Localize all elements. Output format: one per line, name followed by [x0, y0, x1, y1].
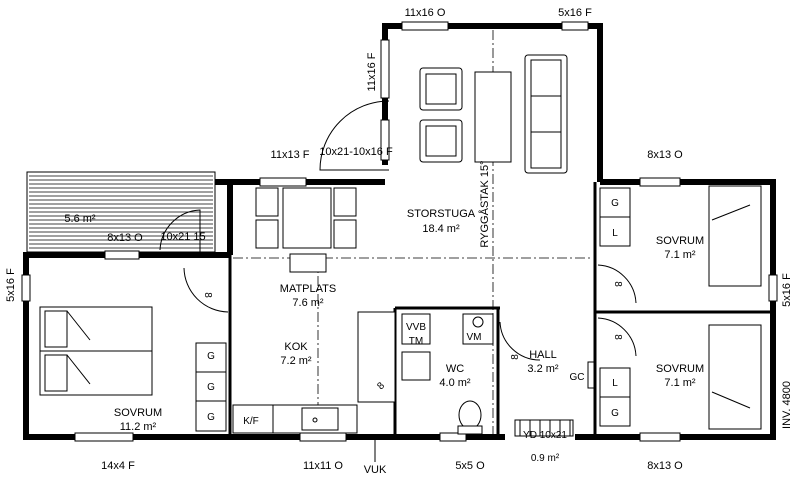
room-area-storstuga: 18.4 m²	[422, 223, 460, 235]
kitchen-furniture	[232, 311, 396, 434]
cabinet-label-g: G	[207, 382, 215, 393]
dining-furniture	[255, 187, 357, 273]
inv-label: INV. 4800	[781, 381, 793, 429]
window-label: 11x11 O	[303, 460, 343, 472]
door-size-label: 8	[202, 292, 213, 298]
room-name-sovrum-top-right: SOVRUM	[656, 235, 704, 247]
window-label: 10x21 15	[160, 231, 205, 243]
kf-label: K/F	[243, 416, 259, 427]
window-label: 8x13 O	[647, 149, 683, 161]
gc-label: GC	[570, 372, 585, 383]
wc-fixtures	[401, 313, 494, 435]
window-label: 5x16 F	[558, 7, 592, 19]
room-area-kok: 7.2 m²	[280, 355, 312, 367]
room-area-sovrum-top-right: 7.1 m²	[664, 249, 696, 261]
deck	[26, 171, 216, 253]
room-area-sovrum-left: 11.2 m²	[120, 421, 157, 433]
vuk-label: VUK	[364, 464, 387, 476]
yd-step	[514, 419, 574, 437]
window-label: 14x4 F	[101, 460, 135, 472]
yd-name: YD 10x21	[523, 430, 567, 441]
cabinet-label-g: G	[207, 351, 215, 362]
room-name-matplats: MATPLATS	[280, 283, 336, 295]
cabinet-label-l: L	[612, 378, 618, 389]
window-label: 5x5 O	[455, 460, 485, 472]
yd-area: 0.9 m²	[531, 453, 560, 464]
room-name-hall: HALL	[529, 349, 557, 361]
windows	[21, 21, 778, 442]
window-label: 11x16 F	[366, 52, 378, 91]
window-label: 8x13 O	[107, 232, 143, 244]
window-label: 11x16 O	[405, 7, 446, 19]
door-size-label: 8	[510, 354, 521, 360]
vm-label: VM	[467, 332, 482, 343]
cabinet-label-g: G	[207, 412, 215, 423]
window-label: 8x13 O	[647, 460, 683, 472]
storstuga-furniture	[419, 54, 568, 174]
sovrum-left-furniture	[39, 306, 227, 432]
room-name-sovrum-bottom-right: SOVRUM	[656, 363, 704, 375]
roof-label: RYGGÅSTAK 15°	[478, 160, 491, 247]
room-name-kok: KOK	[284, 341, 308, 353]
gc-heater	[587, 361, 595, 389]
cabinet-label-g: G	[611, 198, 619, 209]
room-name-wc: WC	[446, 363, 464, 375]
window-label: 5x16 F	[5, 268, 17, 302]
room-area-hall: 3.2 m²	[527, 363, 559, 375]
sovrum-right-furniture	[599, 185, 762, 430]
window-label: 5x16 F	[781, 273, 793, 307]
room-area-wc: 4.0 m²	[439, 377, 471, 389]
deck-area: 5.6 m²	[64, 213, 96, 225]
room-name-storstuga: STORSTUGA	[407, 208, 476, 220]
window-label: 10x21-10x16 F	[319, 146, 393, 158]
cabinet-label-g: G	[611, 408, 619, 419]
cabinet-label-l: L	[612, 228, 618, 239]
window-label: 11x13 F	[271, 149, 310, 161]
vvb-label: VVB	[406, 322, 426, 333]
room-name-sovrum-left: SOVRUM	[114, 407, 162, 419]
door-size-label: 8	[612, 281, 623, 287]
tm-label: TM	[409, 336, 423, 347]
room-area-matplats: 7.6 m²	[292, 297, 324, 309]
room-area-sovrum-bottom-right: 7.1 m²	[664, 377, 696, 389]
door-size-label: 8	[612, 334, 623, 340]
